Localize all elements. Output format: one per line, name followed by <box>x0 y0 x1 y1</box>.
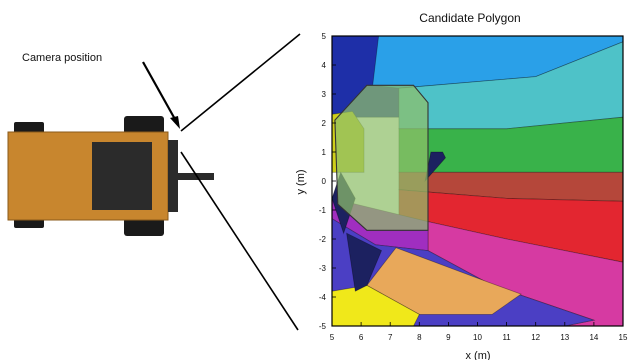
x-tick-label-15: 15 <box>619 333 628 342</box>
region-polygon-14 <box>424 151 446 183</box>
x-axis-ticks: 5 6 7 8 9 10 11 12 13 14 15 <box>330 322 628 342</box>
front-left-wheel <box>124 116 164 134</box>
y-tick-label-5: 5 <box>322 32 327 41</box>
vehicle-tow-bar <box>178 173 214 180</box>
region-polygon-13 <box>346 232 383 292</box>
x-tick-label-9: 9 <box>446 333 451 342</box>
camera-arrow-shaft <box>142 61 177 122</box>
x-tick-label-14: 14 <box>589 333 598 342</box>
y-tick-label--3: -3 <box>319 264 327 273</box>
x-tick-label-7: 7 <box>388 333 393 342</box>
y-tick-label-2: 2 <box>322 119 327 128</box>
camera-position-label: Camera position <box>22 52 102 64</box>
fov-line-top <box>180 33 301 132</box>
y-tick-label--4: -4 <box>319 293 327 302</box>
plot-title: Candidate Polygon <box>419 11 520 25</box>
y-tick-label-0: 0 <box>322 177 327 186</box>
x-axis-label: x (m) <box>465 350 490 360</box>
x-tick-label-10: 10 <box>473 333 482 342</box>
x-tick-label-6: 6 <box>359 333 364 342</box>
candidate-layer <box>334 84 429 231</box>
x-tick-label-8: 8 <box>417 333 422 342</box>
vehicle <box>7 116 214 236</box>
y-tick-label-4: 4 <box>322 61 327 70</box>
y-tick-label--1: -1 <box>319 206 327 215</box>
y-axis-ticks: 5 4 3 2 1 0 -1 -2 -3 -4 -5 <box>319 32 336 331</box>
vehicle-front-bumper <box>168 140 178 212</box>
y-tick-label-1: 1 <box>322 148 327 157</box>
x-tick-label-13: 13 <box>560 333 569 342</box>
candidate-polygon <box>334 84 429 231</box>
y-axis-label: y (m) <box>295 169 307 194</box>
vehicle-cabin <box>92 142 152 210</box>
fov-line-bottom <box>180 151 299 331</box>
front-right-wheel <box>124 218 164 236</box>
x-tick-label-5: 5 <box>330 333 335 342</box>
y-tick-label--2: -2 <box>319 235 327 244</box>
x-tick-label-12: 12 <box>531 333 540 342</box>
x-tick-label-11: 11 <box>502 333 511 342</box>
y-tick-label--5: -5 <box>319 322 327 331</box>
camera-arrow-head <box>170 116 180 129</box>
y-tick-label-3: 3 <box>322 90 327 99</box>
